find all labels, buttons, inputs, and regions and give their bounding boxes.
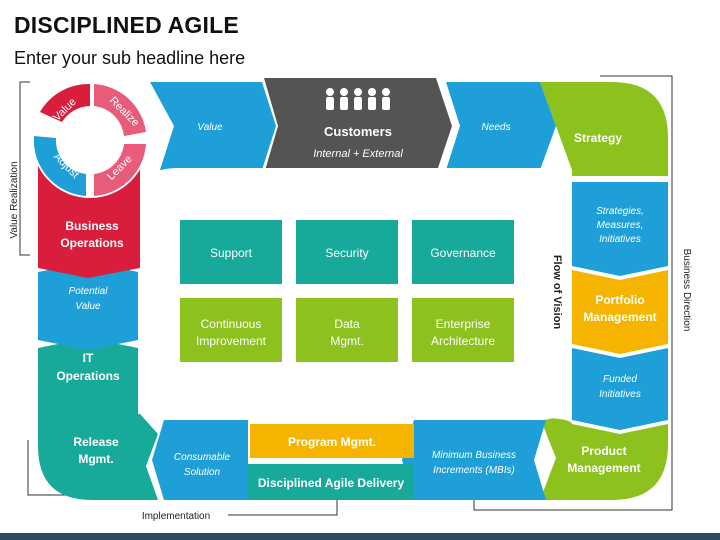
strategies-box [572, 182, 668, 276]
security-label: Security [325, 246, 368, 260]
funded-label-1: Funded [603, 374, 637, 385]
strategy-label: Strategy [574, 131, 622, 145]
data-label-2: Mgmt. [330, 334, 363, 348]
page-subtitle: Enter your sub headline here [14, 48, 246, 68]
program-label: Program Mgmt. [288, 435, 376, 449]
continuous-label-2: Improvement [196, 334, 267, 348]
bracket-lines [19, 75, 673, 516]
cycle-adjust-segment [33, 136, 86, 196]
portfolio-box [572, 270, 668, 354]
needs-label: Needs [482, 122, 511, 133]
consumable-label-1: Consumable [174, 452, 231, 463]
it-ops-box [38, 338, 138, 424]
customers-box [264, 78, 452, 174]
security-box [296, 220, 398, 284]
program-box [250, 424, 414, 458]
consumable-label-2: Solution [184, 467, 221, 478]
release-label-1: Release [73, 435, 119, 449]
portfolio-label-2: Management [583, 310, 656, 324]
value-realization-label: Value Realization [9, 161, 20, 238]
enterprise-box [412, 298, 514, 362]
business-ops-label-2: Operations [60, 236, 124, 250]
implementation-label: Implementation [142, 511, 210, 522]
value-arrow-label: Value [197, 122, 223, 133]
cycle [32, 82, 148, 198]
customers-title: Customers [324, 124, 392, 139]
product-label-1: Product [581, 444, 626, 458]
people-icon [326, 88, 390, 110]
business-direction-label: Business Direction [681, 249, 692, 332]
support-label: Support [210, 246, 253, 260]
customers-subtitle: Internal + External [313, 148, 403, 160]
product-label-2: Management [567, 461, 640, 475]
cycle-value-segment [40, 83, 90, 122]
continuous-box [180, 298, 282, 362]
enterprise-label-1: Enterprise [436, 317, 491, 331]
mbi-arrow [402, 420, 546, 500]
continuous-label-1: Continuous [201, 317, 262, 331]
business-ops-label-1: Business [65, 219, 119, 233]
it-ops-label-2: Operations [56, 369, 120, 383]
needs-arrow [446, 82, 556, 170]
release-box [38, 414, 158, 500]
strategies-label-2: Measures, [597, 220, 644, 231]
mbi-label-2: Increments (MBIs) [433, 465, 515, 476]
value-arrow [150, 82, 276, 170]
funded-box [572, 348, 668, 430]
footer-bar [0, 533, 720, 540]
dad-box [248, 464, 414, 500]
potential-label-1: Potential [69, 286, 109, 297]
page-title: DISCIPLINED AGILE [14, 12, 239, 38]
strategies-label-3: Initiatives [599, 234, 641, 245]
cycle-realize-segment [94, 84, 146, 136]
release-label-2: Mgmt. [78, 452, 113, 466]
dad-label: Disciplined Agile Delivery [258, 476, 405, 490]
governance-label: Governance [430, 246, 496, 260]
governance-box [412, 220, 514, 284]
potential-box [38, 262, 138, 350]
mbi-label-1: Minimum Business [432, 450, 516, 461]
enterprise-label-2: Architecture [431, 334, 495, 348]
product-box [540, 418, 668, 500]
data-box [296, 298, 398, 362]
strategy-box [540, 82, 668, 176]
support-box [180, 220, 282, 284]
strategies-label-1: Strategies, [596, 206, 644, 217]
consumable-arrow [152, 420, 248, 500]
inner-area [142, 168, 568, 420]
cycle-leave-segment [94, 144, 146, 196]
funded-label-2: Initiatives [599, 389, 641, 400]
portfolio-label-1: Portfolio [595, 293, 644, 307]
flow-of-vision-label: Flow of Vision [551, 255, 563, 330]
data-label-1: Data [334, 317, 360, 331]
it-ops-label-1: IT [83, 351, 94, 365]
potential-label-2: Value [75, 301, 101, 312]
